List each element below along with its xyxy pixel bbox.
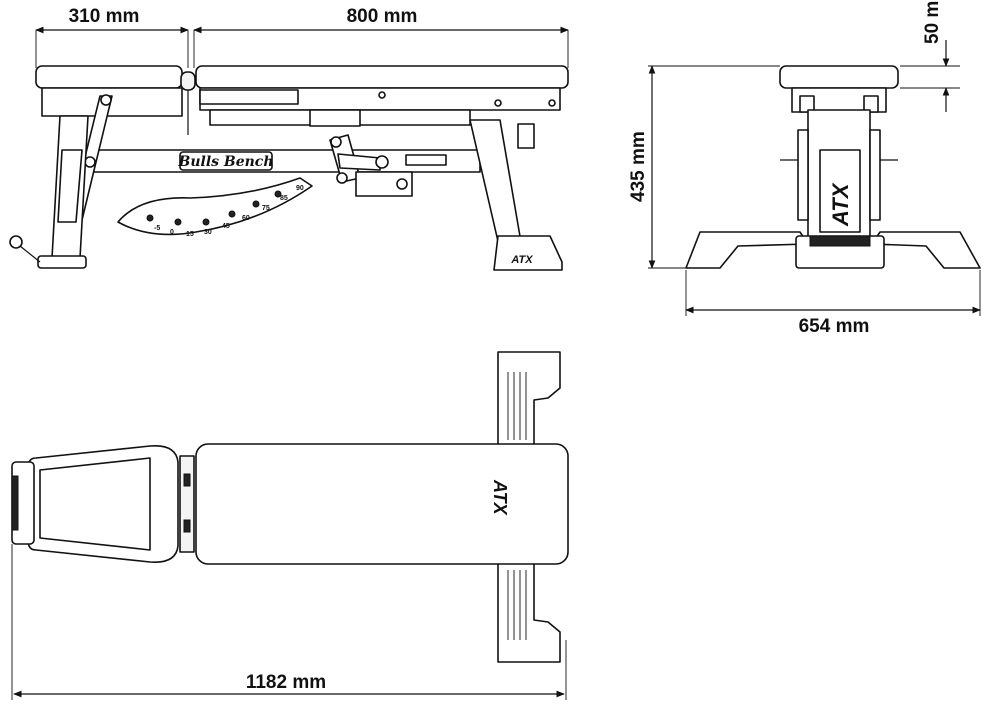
svg-text:30: 30	[204, 229, 212, 236]
front-base-left	[685, 231, 809, 269]
seat-board	[41, 87, 183, 117]
top-seat-inner	[39, 457, 151, 551]
svg-text:85: 85	[280, 195, 288, 202]
model-name-label: Bulls Bench	[177, 154, 273, 170]
rear-foot	[493, 235, 563, 271]
top-view: 1182 mm ATX	[11, 351, 569, 700]
carriage	[309, 109, 361, 127]
svg-text:75: 75	[262, 205, 270, 212]
seat-pad	[35, 65, 183, 89]
svg-text:15: 15	[186, 231, 194, 238]
front-view: 50 mm 435 mm 654 mm ATX	[628, 0, 981, 337]
adjust-knob[interactable]	[517, 123, 535, 149]
top-back-pad	[195, 443, 569, 565]
svg-text:60: 60	[242, 215, 250, 222]
transport-handle[interactable]	[9, 235, 23, 249]
rear-leg	[469, 119, 523, 251]
foot-grip-ridges	[507, 372, 527, 640]
seat-length-label: 310 mm	[69, 6, 140, 27]
width-label: 654 mm	[799, 316, 870, 337]
top-hinge	[179, 455, 195, 553]
atx-logo-top: ATX	[490, 479, 510, 516]
incline-ladder	[117, 177, 313, 236]
svg-text:45: 45	[222, 223, 230, 230]
back-length-label: 800 mm	[347, 6, 418, 27]
incline-notch-labels: -5 0 15 30 45 60 75 85 90	[154, 185, 304, 238]
height-label: 435 mm	[628, 131, 649, 202]
atx-logo-side: ATX	[510, 254, 533, 266]
svg-text:0: 0	[170, 229, 174, 236]
atx-logo-front: ATX	[828, 182, 853, 227]
pad-thickness-label: 50 mm	[922, 0, 943, 44]
hinge-knob	[180, 71, 196, 91]
front-pad	[779, 65, 899, 89]
back-dimension-line	[193, 26, 569, 68]
front-foot	[37, 255, 87, 269]
total-length-label: 1182 mm	[246, 672, 326, 693]
seat-dimension-line	[35, 26, 189, 68]
frame-slot	[405, 154, 447, 166]
model-name-plate	[179, 151, 273, 171]
ladder-teeth	[146, 190, 282, 226]
side-view: 310 mm 800 mm Bulls Bench	[9, 6, 569, 271]
svg-text:-5: -5	[154, 225, 160, 232]
front-base-right	[871, 231, 981, 269]
back-bracket	[199, 89, 299, 105]
svg-text:90: 90	[296, 185, 304, 192]
back-pad	[195, 65, 569, 89]
